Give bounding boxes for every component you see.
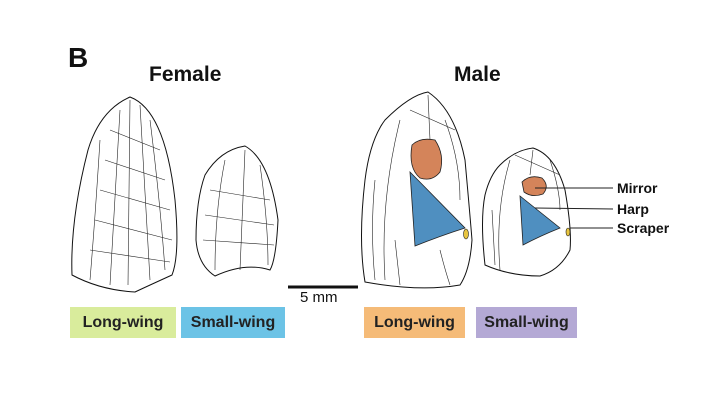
female-small-wing [195, 145, 279, 277]
mirror-small [521, 176, 547, 196]
male-small-wing-label: Small-wing [476, 307, 577, 338]
female-long-wing [71, 96, 178, 293]
wing-veins [89, 94, 561, 286]
panel-label: B [68, 42, 89, 73]
female-long-wing-label: Long-wing [70, 307, 176, 338]
female-small-wing-label: Small-wing [181, 307, 285, 338]
female-title: Female [149, 63, 222, 86]
harp-label: Harp [617, 201, 649, 217]
harp-long [409, 170, 466, 247]
scraper-long [463, 228, 469, 240]
mirror-label: Mirror [617, 180, 658, 196]
male-title: Male [454, 63, 501, 86]
harp-pointer [534, 207, 614, 210]
male-long-wing-label: Long-wing [364, 307, 465, 338]
mirror-long [410, 138, 443, 180]
scale-bar-label: 5 mm [300, 289, 338, 306]
scraper-small [565, 227, 571, 237]
scraper-label: Scraper [617, 220, 670, 236]
harp-small [519, 195, 561, 246]
